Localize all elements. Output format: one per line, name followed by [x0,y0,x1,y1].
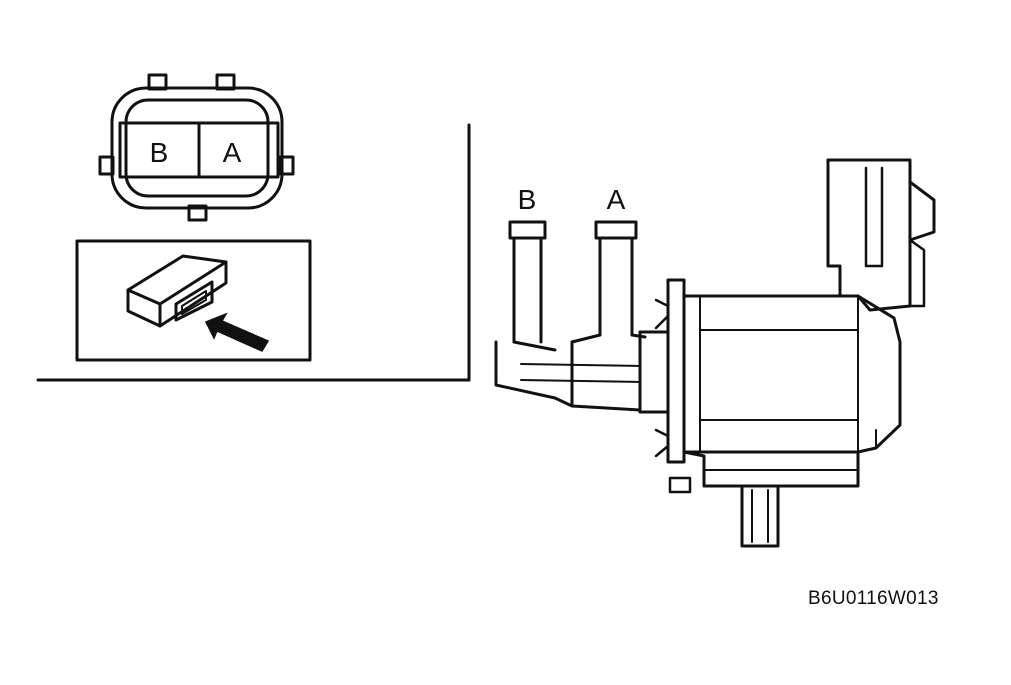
port-a-label: A [607,184,626,215]
locator-arrow-icon [204,312,270,352]
connector-locator-inset [75,239,312,362]
connector-terminal-a-label: A [223,137,242,168]
connector-face [98,73,295,222]
figure-code: B6U0116W013 [808,588,939,609]
connector-terminal-b-label: B [150,137,169,168]
solenoid-valve-body [494,158,936,548]
port-b-label: B [518,184,537,215]
frame-lines [36,123,471,382]
